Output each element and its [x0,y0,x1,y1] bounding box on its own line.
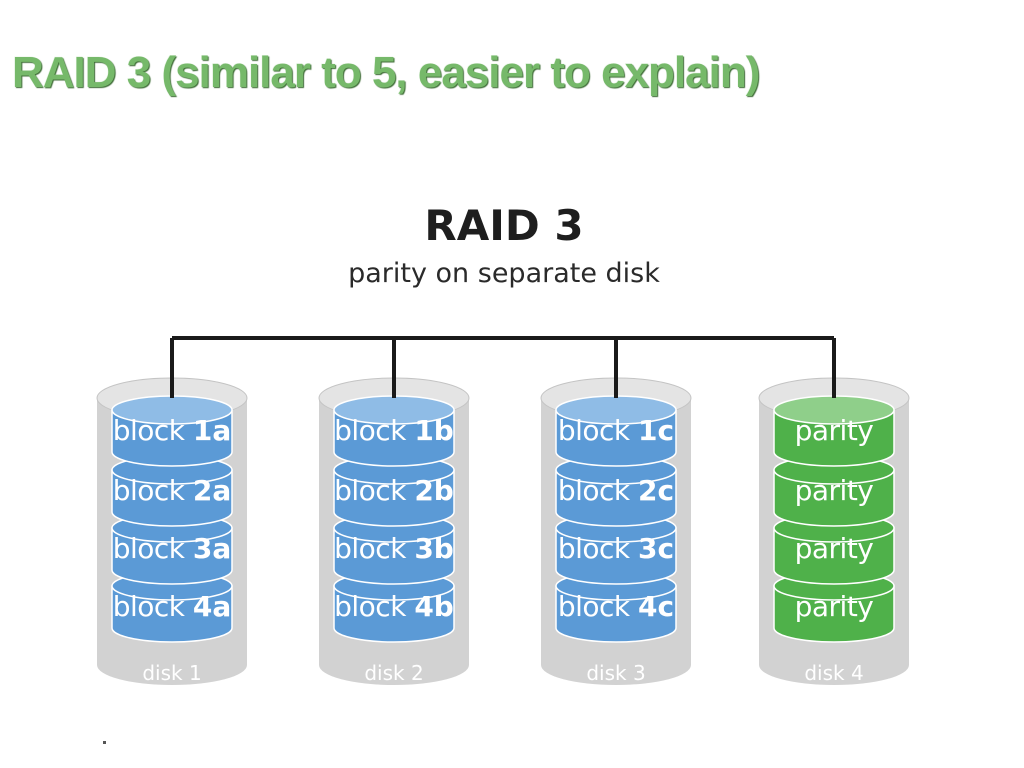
block-id: 2c [638,474,674,507]
block-word: block [334,532,414,565]
block-body [111,527,233,585]
block-id: 4a [193,590,231,623]
block-body [773,469,895,527]
diagram-subtitle: parity on separate disk [348,258,660,289]
block-word: block [113,414,193,447]
block-label: block 2b [334,474,454,507]
data-block: block 2a [111,455,233,527]
disk-4: parity parity parity parity disk 4 [758,338,910,685]
block-word: block [558,532,638,565]
data-block: block 1b [333,395,455,467]
block-word: block [558,414,638,447]
block-label: block 2a [113,474,232,507]
block-word: block [113,474,193,507]
block-body [773,409,895,467]
block-id: 3a [193,532,231,565]
block-body [111,409,233,467]
block-id: 1b [414,414,454,447]
block-label: block 2c [558,474,674,507]
block-label: block 1a [113,414,232,447]
block-body [773,527,895,585]
block-body [555,469,677,527]
block-label: parity [795,474,874,507]
block-label: block 3c [558,532,674,565]
disk-label: disk 3 [586,661,645,685]
block-body [333,527,455,585]
block-label: block 4c [558,590,674,623]
block-id: 3b [414,532,454,565]
block-id: 1c [638,414,674,447]
disk-label: disk 4 [804,661,863,685]
block-label: parity [795,590,874,623]
slide-title: RAID 3 (similar to 5, easier to explain) [12,48,760,97]
block-label: block 1c [558,414,674,447]
block-word: block [113,590,193,623]
block-body [111,469,233,527]
block-word: block [334,590,414,623]
block-body [333,469,455,527]
block-id: 2b [414,474,454,507]
parity-block: parity [773,395,895,467]
block-body [555,585,677,643]
block-id: 4b [414,590,454,623]
block-body [333,585,455,643]
data-block: block 1c [555,395,677,467]
block-word: block [334,474,414,507]
block-label: block 3b [334,532,454,565]
block-word: block [113,532,193,565]
block-word: block [558,590,638,623]
data-block: block 3c [555,513,677,585]
block-id: 1a [193,414,231,447]
block-label: block 1b [334,414,454,447]
data-block: block 3a [111,513,233,585]
block-id: 3c [638,532,674,565]
diagram-title: RAID 3 [424,201,583,250]
block-word: block [558,474,638,507]
disk-label: disk 1 [142,661,201,685]
disk-label: disk 2 [364,661,423,685]
block-id: 2a [193,474,231,507]
block-word: block [334,414,414,447]
block-label: parity [795,532,874,565]
stray-dot [103,741,106,744]
block-body [333,409,455,467]
data-block: block 1a [111,395,233,467]
block-body [111,585,233,643]
block-body [773,585,895,643]
block-label: block 4a [113,590,232,623]
block-id: 4c [638,590,674,623]
block-label: block 3a [113,532,232,565]
block-body [555,409,677,467]
block-label: block 4b [334,590,454,623]
block-label: parity [795,414,874,447]
block-body [555,527,677,585]
